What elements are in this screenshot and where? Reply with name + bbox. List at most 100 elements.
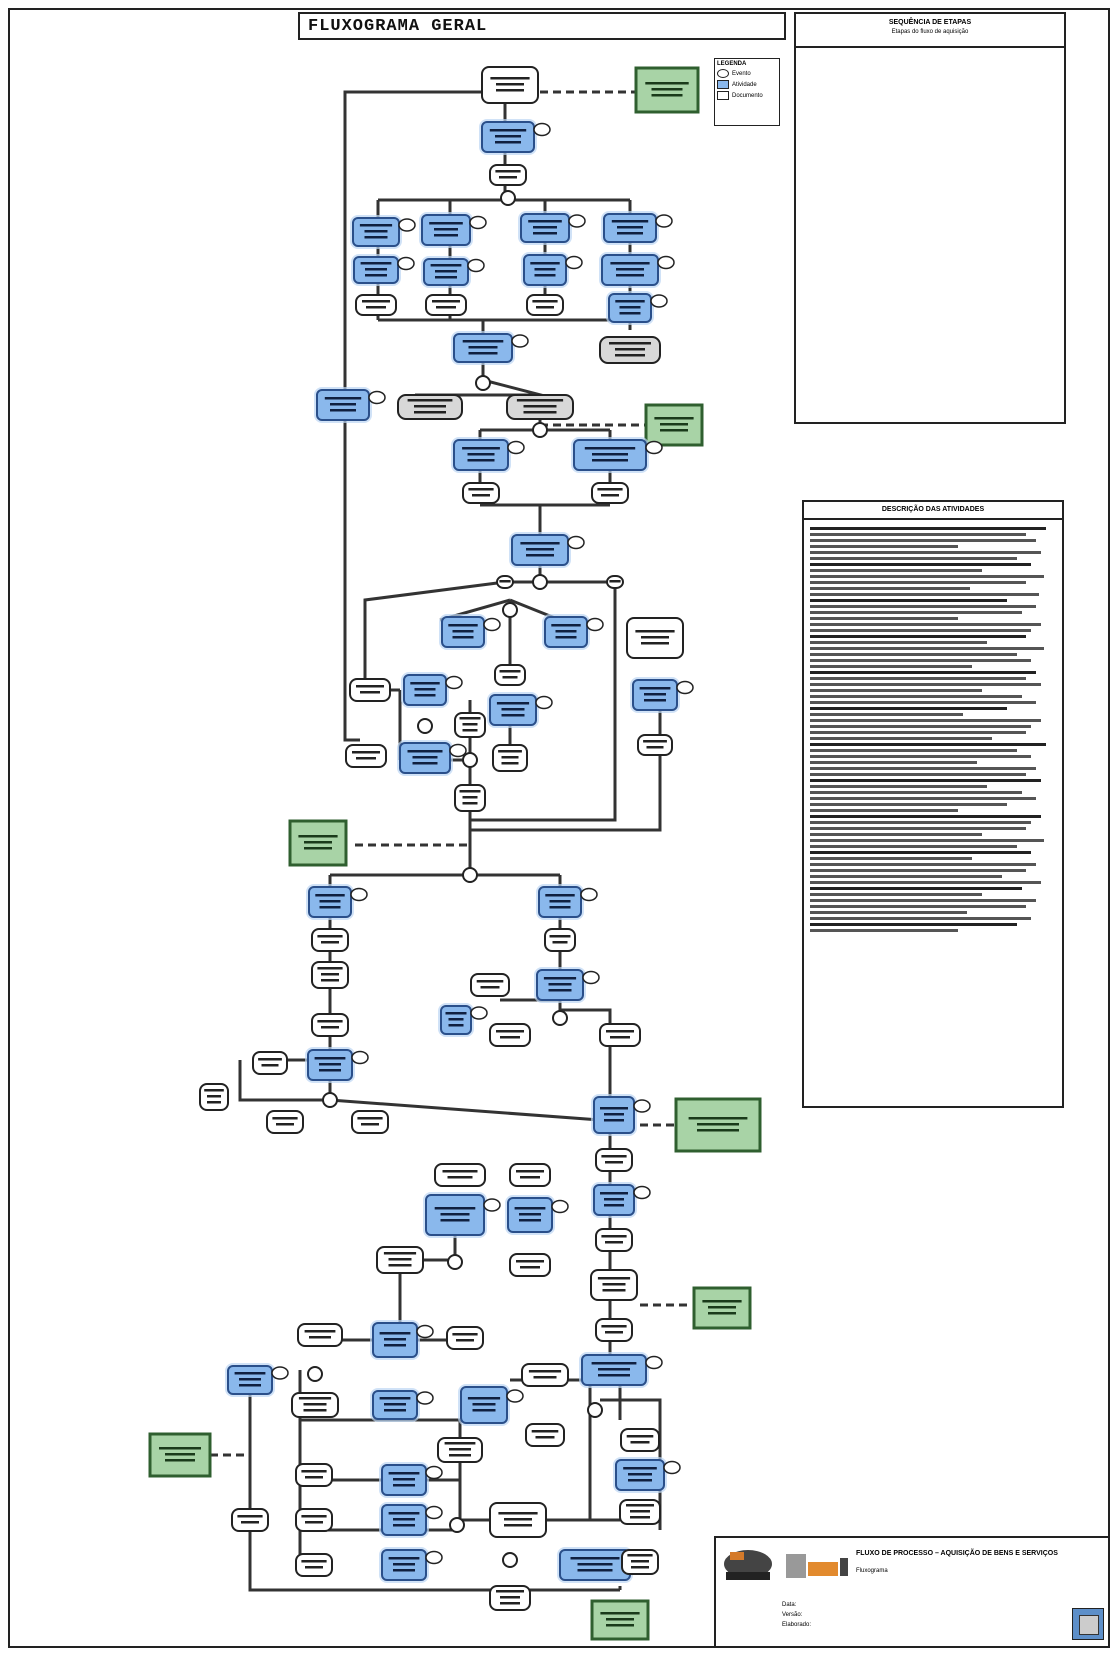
event-node [446, 1326, 484, 1350]
legend-label-event: Evento [732, 70, 751, 77]
legend-row-event: Evento [717, 69, 777, 78]
activity-node [379, 1547, 443, 1583]
description-line [810, 665, 973, 668]
event-node [620, 1428, 660, 1452]
description-line [810, 851, 1032, 854]
description-line [810, 545, 958, 548]
event-node [521, 1363, 569, 1387]
event-node [311, 928, 349, 952]
activity-node [591, 1094, 651, 1136]
description-line [810, 527, 1047, 530]
title-block-row-date: Data: [782, 1602, 797, 1608]
event-node [345, 744, 387, 768]
description-line [810, 605, 1037, 608]
activity-node [505, 1195, 569, 1235]
event-node [311, 1013, 349, 1037]
gateway-node [532, 422, 548, 438]
event-node [295, 1553, 333, 1577]
title-block-row-author: Elaborado: [782, 1622, 812, 1628]
description-line [810, 629, 1032, 632]
description-line [810, 557, 1017, 560]
event-node [626, 617, 684, 659]
activity-node [379, 1462, 443, 1498]
gray-node [599, 336, 661, 364]
event-node [595, 1318, 633, 1342]
activity-node [370, 1388, 434, 1422]
description-line [810, 737, 993, 740]
document-node [674, 1097, 762, 1153]
event-node [231, 1508, 269, 1532]
description-line [810, 587, 970, 590]
description-line [810, 863, 1037, 866]
gateway-node [532, 574, 548, 590]
gateway-node [552, 1010, 568, 1026]
description-line [810, 797, 1037, 800]
gateway-node [307, 1366, 323, 1382]
description-line [810, 917, 1032, 920]
description-line [810, 743, 1047, 746]
event-node [252, 1051, 288, 1075]
event-node [266, 1110, 304, 1134]
description-line [810, 815, 1042, 818]
activity-node [536, 884, 598, 920]
legend-title: LEGENDA [717, 61, 747, 67]
activity-node [225, 1363, 289, 1397]
activity-node [379, 1502, 443, 1538]
description-line [810, 857, 973, 860]
event-node [544, 928, 576, 952]
description-line [810, 563, 1032, 566]
gateway-node [462, 867, 478, 883]
event-node [595, 1228, 633, 1252]
event-node [311, 961, 349, 989]
event-node [637, 734, 673, 756]
event-node [470, 973, 510, 997]
activity-node [370, 1320, 434, 1360]
legend-row-document: Documento [717, 91, 777, 100]
legend-label-document: Documento [732, 92, 763, 99]
description-line [810, 809, 958, 812]
event-node [454, 712, 486, 738]
gray-node [397, 394, 463, 420]
activity-node [351, 254, 415, 286]
company-logo [724, 1550, 772, 1580]
document-node [692, 1286, 752, 1330]
description-line [810, 905, 1027, 908]
description-panel-title: DESCRIÇÃO DAS ATIVIDADES [804, 502, 1062, 520]
activity-node [571, 437, 663, 473]
event-node [199, 1083, 229, 1111]
description-line [810, 611, 1022, 614]
description-line [810, 893, 983, 896]
description-line [810, 845, 1017, 848]
description-line [810, 869, 1027, 872]
description-line [810, 659, 1032, 662]
event-node [525, 1423, 565, 1447]
activity-node [521, 252, 583, 288]
description-line [810, 623, 1042, 626]
gateway-node [502, 602, 518, 618]
description-line [810, 653, 1017, 656]
title-block: FLUXO DE PROCESSO – AQUISIÇÃO DE BENS E … [714, 1536, 1110, 1648]
event-node [425, 294, 467, 316]
description-line [810, 701, 1037, 704]
event-node [595, 1148, 633, 1172]
gateway-node [462, 752, 478, 768]
event-node [462, 482, 500, 504]
description-text [804, 520, 1062, 939]
activity-node [439, 614, 501, 650]
description-line [810, 899, 1037, 902]
activity-node [613, 1457, 681, 1493]
event-node [526, 294, 564, 316]
document-node [644, 403, 704, 447]
activity-node [397, 740, 467, 776]
description-line [810, 767, 1037, 770]
activity-node [419, 212, 487, 248]
event-node [434, 1163, 486, 1187]
description-line [810, 881, 1042, 884]
description-line [810, 761, 978, 764]
description-line [810, 689, 983, 692]
description-line [810, 593, 1039, 596]
description-line [810, 821, 1032, 824]
event-node [599, 1023, 641, 1047]
description-line [810, 725, 1032, 728]
legend-box: LEGENDA Evento Atividade Documento [714, 58, 780, 126]
